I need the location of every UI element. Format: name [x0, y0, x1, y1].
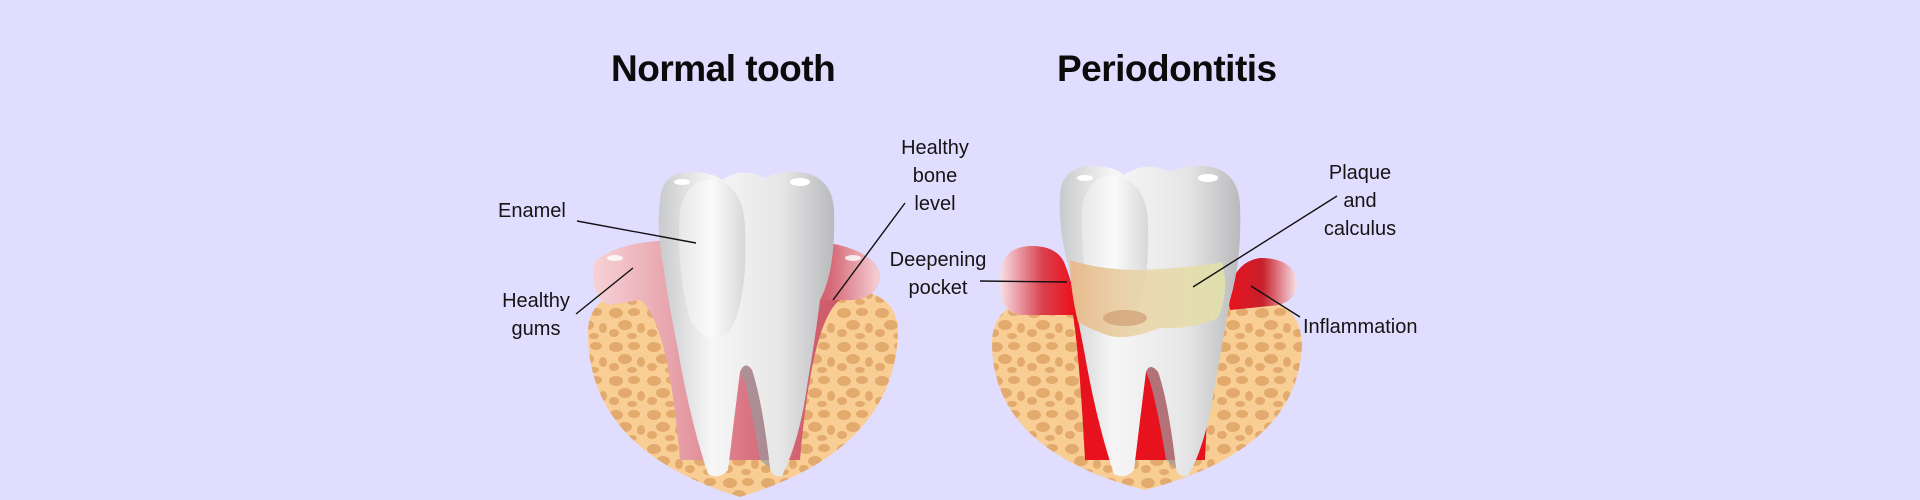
gum-inflamed-right — [1228, 258, 1297, 310]
periodontitis-tooth-illustration — [991, 165, 1302, 490]
leader-line-enamel — [576, 220, 697, 244]
leader-line-healthy-gums — [575, 267, 634, 315]
leader-line-plaque-calculus — [1192, 195, 1338, 288]
leader-line-inflammation — [1250, 285, 1301, 318]
label-plaque-and-calculus: Plaque and calculus — [1323, 162, 1397, 240]
label-inflammation: Inflammation — [1303, 316, 1418, 338]
leader-line-deepening-pocket — [979, 280, 1068, 283]
title-normal-tooth: Normal tooth — [611, 48, 836, 89]
leader-lines — [575, 195, 1338, 318]
label-deepening-pocket: Deepening pocket — [889, 249, 987, 299]
title-periodontitis: Periodontitis — [1057, 48, 1277, 89]
leader-line-healthy-bone-level — [832, 202, 906, 301]
label-healthy-bone-level: Healthy bone level — [901, 137, 969, 215]
label-healthy-gums: Healthy gums — [502, 290, 570, 340]
gum-inflamed-left — [999, 246, 1078, 315]
label-enamel: Enamel — [498, 200, 566, 222]
normal-tooth-illustration — [587, 171, 898, 497]
